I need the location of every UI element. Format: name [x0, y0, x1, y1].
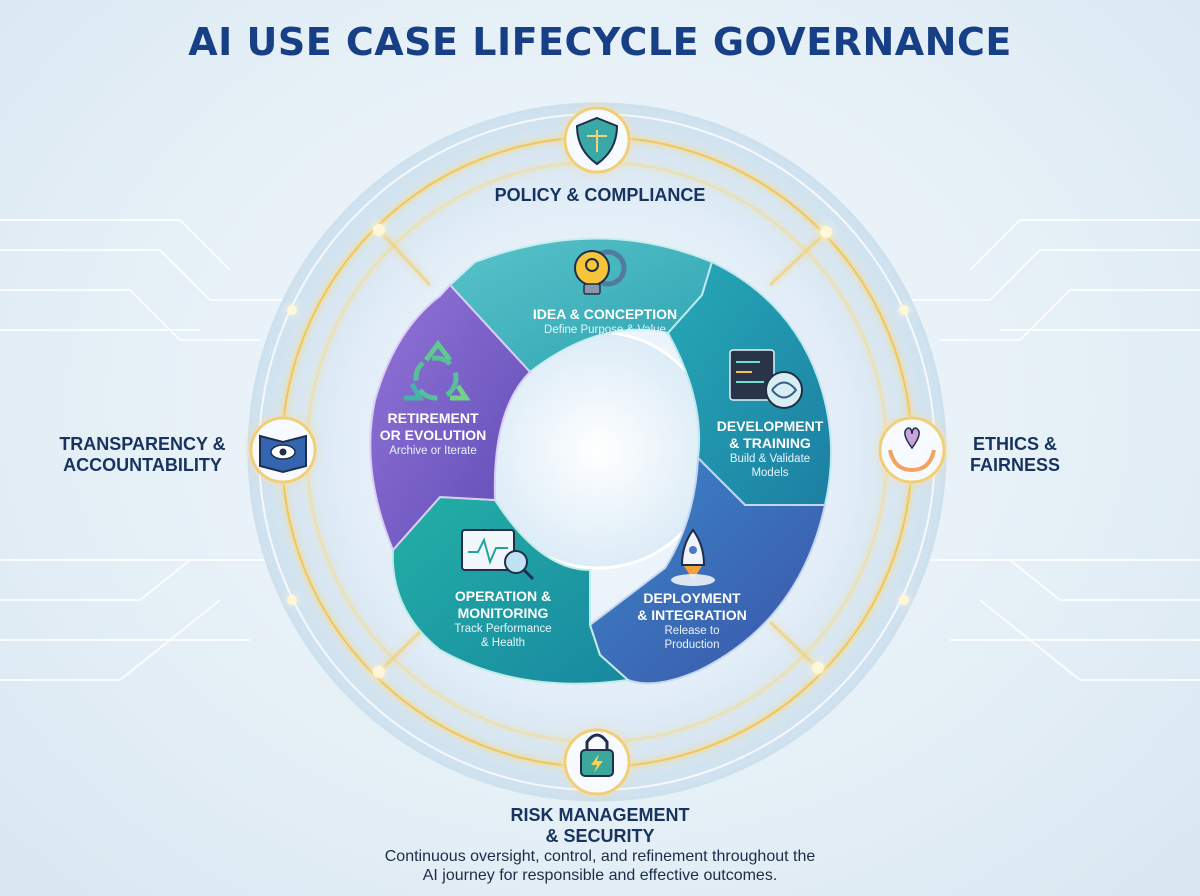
stage-operation-title-1: OPERATION & [454, 588, 552, 604]
stage-operation-sub-2: & Health [480, 637, 526, 649]
pillar-ethics-label: ETHICS & FAIRNESS [950, 434, 1080, 476]
pillar-policy-label: POLICY & COMPLIANCE [470, 185, 730, 206]
recycle-icon [404, 339, 471, 401]
stage-development-sub-2: Models [751, 467, 789, 479]
ethics-node [878, 416, 946, 484]
stage-development-title-2: & TRAINING [729, 435, 811, 451]
risk-node [563, 728, 631, 796]
transparency-node [249, 416, 317, 484]
stage-operation-sub-1: Track Performance [454, 623, 552, 635]
stage-retirement-title-2: OR EVOLUTION [379, 427, 487, 443]
stage-retirement-label: RETIREMENT OR EVOLUTION Archive or Itera… [368, 410, 498, 458]
pillar-policy-text: POLICY & COMPLIANCE [494, 185, 706, 205]
footer-line2: AI journey for responsible and effective… [422, 867, 778, 884]
stage-development-label: DEVELOPMENT & TRAINING Build & Validate … [705, 418, 835, 480]
hands-heart-icon [904, 427, 920, 450]
pillar-risk-line2: & SECURITY [545, 826, 655, 846]
pillar-risk-label: RISK MANAGEMENT & SECURITY [470, 805, 730, 847]
stage-idea-subtitle: Define Purpose & Value [544, 324, 666, 336]
pillar-transparency-line1: TRANSPARENCY & [59, 434, 226, 454]
stage-deployment-sub-1: Release to [664, 625, 720, 637]
rocket-icon [671, 528, 715, 586]
policy-node [563, 106, 631, 174]
pillar-transparency-line2: ACCOUNTABILITY [63, 455, 222, 475]
stage-deployment-label: DEPLOYMENT & INTEGRATION Release to Prod… [622, 590, 762, 652]
stage-retirement-subtitle: Archive or Iterate [389, 445, 477, 457]
page-title: AI USE CASE LIFECYCLE GOVERNANCE [188, 20, 1012, 64]
pillar-transparency-label: TRANSPARENCY & ACCOUNTABILITY [40, 434, 245, 476]
stage-development-title-1: DEVELOPMENT [716, 418, 824, 434]
code-brain-icon [729, 349, 803, 409]
pillar-risk-line1: RISK MANAGEMENT [510, 805, 690, 825]
stage-deployment-title-1: DEPLOYMENT [643, 590, 741, 606]
footer-line1: Continuous oversight, control, and refin… [384, 848, 816, 865]
stage-idea-title: IDEA & CONCEPTION [532, 306, 678, 322]
padlock-icon [585, 733, 609, 750]
monitor-magnifier-icon [461, 529, 535, 581]
stage-idea-label: IDEA & CONCEPTION Define Purpose & Value [520, 306, 690, 337]
stage-deployment-segment [588, 455, 827, 685]
stage-retirement-title-1: RETIREMENT [387, 410, 479, 426]
stage-deployment-sub-2: Production [664, 639, 720, 651]
footer-caption: Continuous oversight, control, and refin… [300, 847, 900, 885]
pillar-ethics-line1: ETHICS & [972, 434, 1057, 454]
stage-retirement-segment [369, 283, 532, 552]
stage-deployment-title-2: & INTEGRATION [637, 607, 747, 623]
stage-operation-label: OPERATION & MONITORING Track Performance… [428, 588, 578, 650]
circuit-lines-right [910, 219, 1200, 681]
stage-development-sub-1: Build & Validate [729, 453, 811, 465]
pillar-ethics-line2: FAIRNESS [969, 455, 1061, 475]
lightbulb-gear-icon [574, 249, 627, 295]
stage-operation-title-2: MONITORING [457, 605, 549, 621]
stage-operation-segment [391, 495, 631, 685]
ring-lights [287, 224, 909, 678]
circuit-lines-left [0, 219, 290, 681]
